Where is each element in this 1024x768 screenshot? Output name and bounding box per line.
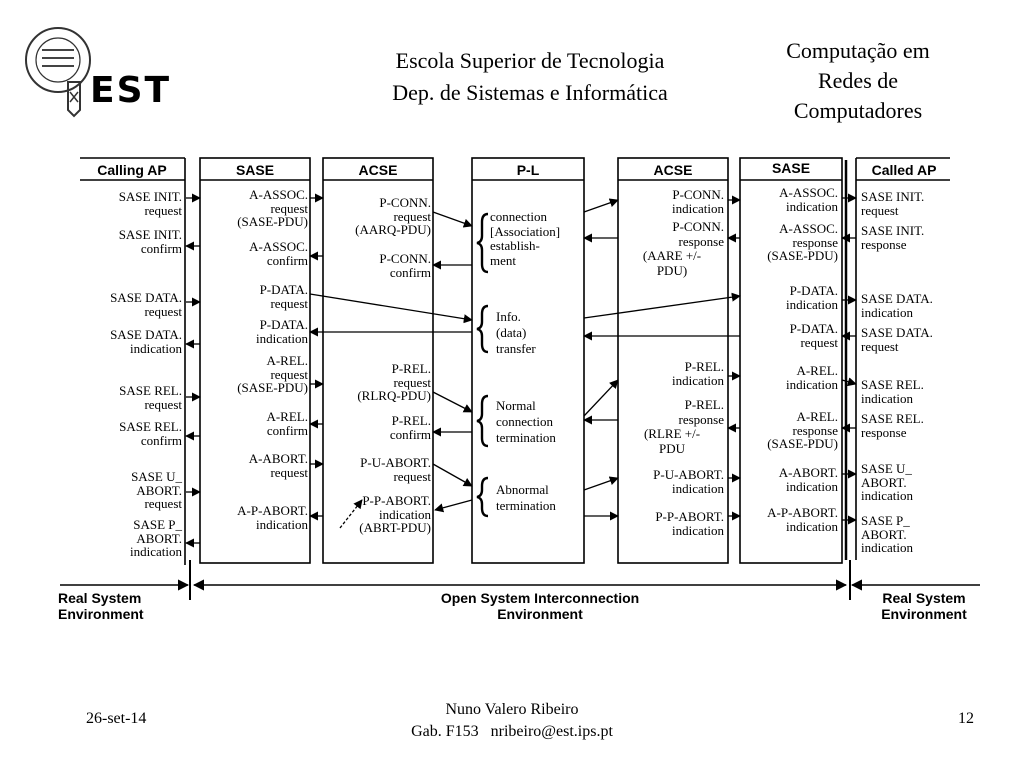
- sase-right-primitive: A-REL.response(SASE-PDU): [767, 409, 838, 451]
- acse-right-primitive: P-CONN.response(AARE +/-PDU): [642, 219, 724, 278]
- sase-right-box: [739, 157, 843, 564]
- footer-author: Nuno Valero Ribeiro: [445, 701, 579, 718]
- sase-left-primitive: A-REL.request(SASE-PDU): [237, 353, 308, 395]
- pl-phase: connection[Association]establish-ment: [490, 209, 561, 268]
- calling-ap-header: Calling AP: [97, 162, 167, 178]
- sase-left-header: SASE: [235, 162, 275, 178]
- pl-header: P-L: [516, 162, 540, 178]
- acse-left-primitive: P-P-ABORT.indication(ABRT-PDU): [359, 493, 431, 535]
- footer-page-number: 12: [958, 710, 974, 727]
- sase-right-primitive: A-ASSOC.indication: [779, 185, 838, 214]
- called-primitive: SASE DATA.request: [861, 325, 933, 354]
- acse-right-header: ACSE: [653, 162, 693, 178]
- acse-right-primitive: P-U-ABORT.indication: [653, 467, 724, 496]
- footer-date: 26-set-14: [86, 710, 147, 727]
- called-primitive: SASE U_ABORT.indication: [861, 461, 913, 503]
- acse-left-primitive: P-CONN.request(AARQ-PDU): [355, 195, 431, 237]
- pl-box: [471, 157, 585, 564]
- acse-left-box: [322, 157, 434, 564]
- sase-right-primitive: A-ABORT.indication: [778, 465, 838, 494]
- called-primitive: SASE INIT.response: [861, 223, 925, 252]
- sase-left-primitive: A-ASSOC.confirm: [249, 239, 308, 268]
- called-primitive: SASE REL.indication: [861, 377, 924, 406]
- sase-right-primitive: A-ASSOC.response(SASE-PDU): [767, 221, 838, 263]
- called-primitive: SASE INIT.request: [861, 189, 925, 218]
- calling-primitive: SASE U_ABORT.request: [131, 469, 182, 511]
- acse-right-box: [617, 157, 729, 564]
- course-line: Computadores: [793, 98, 923, 123]
- course-line: Computação em: [786, 38, 930, 63]
- calling-primitive: SASE DATA.request: [110, 290, 182, 319]
- called-primitive: SASE P_ABORT.indication: [861, 513, 913, 555]
- sase-left-primitive: P-DATA.indication: [256, 317, 308, 346]
- sase-right-primitive: P-DATA.indication: [786, 283, 838, 312]
- called-ap-box: [855, 157, 950, 560]
- footer-email: nribeiro@est.ips.pt: [490, 723, 613, 740]
- acse-left-primitive: P-CONN.confirm: [379, 251, 431, 280]
- acse-right-primitive: P-REL.response(RLRE +/-PDU: [643, 397, 724, 456]
- called-primitive: SASE DATA.indication: [861, 291, 933, 320]
- acse-right-primitive: P-CONN.indication: [672, 187, 724, 216]
- logo-text: EST: [90, 70, 172, 111]
- acse-left-primitive: P-REL.request(RLRQ-PDU): [357, 361, 431, 403]
- called-primitive: SASE REL.response: [861, 411, 924, 440]
- calling-primitive: SASE REL.request: [119, 383, 182, 412]
- acse-left-primitive: P-REL.confirm: [389, 413, 431, 442]
- course-title: Computação em Redes de Computadores: [748, 36, 968, 126]
- sase-left-primitive: A-ABORT.request: [248, 451, 308, 480]
- acse-left-primitive: P-U-ABORT.request: [360, 455, 431, 484]
- calling-primitive: SASE INIT.request: [118, 189, 182, 218]
- sase-left-primitive: A-ASSOC.request(SASE-PDU): [237, 187, 308, 229]
- seal-icon: [25, 27, 91, 118]
- sase-left-primitive: A-P-ABORT.indication: [237, 503, 308, 532]
- course-line: Redes de: [817, 68, 899, 93]
- acse-left-header: ACSE: [358, 162, 398, 178]
- pl-phase: Info.(data)transfer: [496, 309, 536, 356]
- logo: EST: [18, 22, 218, 122]
- department-name: Dep. de Sistemas e Informática: [392, 80, 668, 105]
- sase-left-box: [199, 157, 311, 564]
- sase-right-primitive: A-REL.indication: [786, 363, 838, 392]
- calling-primitive: SASE REL.confirm: [119, 419, 182, 448]
- calling-primitive: SASE DATA.indication: [110, 327, 182, 356]
- calling-primitive: SASE INIT.confirm: [118, 227, 182, 256]
- sase-left-primitive: P-DATA.request: [259, 282, 308, 311]
- calling-primitive: SASE P_ABORT.indication: [130, 517, 182, 559]
- school-name: Escola Superior de Tecnologia: [395, 48, 665, 73]
- acse-right-primitive: P-REL.indication: [672, 359, 724, 388]
- footer-contact: Gab. F153 nribeiro@est.ips.pt: [372, 723, 652, 741]
- footer-office: Gab. F153: [411, 723, 479, 740]
- called-ap-header: Called AP: [871, 162, 937, 178]
- calling-ap-box: [80, 157, 186, 565]
- sase-right-primitive: A-P-ABORT.indication: [767, 505, 838, 534]
- sase-right-primitive: P-DATA.request: [789, 321, 838, 350]
- acse-right-primitive: P-P-ABORT.indication: [655, 509, 724, 538]
- sase-left-primitive: A-REL.confirm: [266, 409, 308, 438]
- sase-right-header: SASE: [771, 160, 811, 176]
